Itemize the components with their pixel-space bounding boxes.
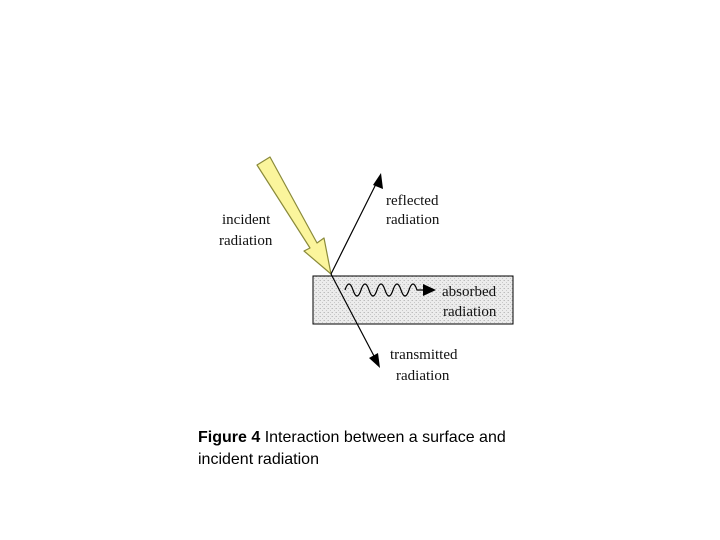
incident-label-line1: incident — [222, 212, 271, 228]
absorbed-wave — [344, 283, 423, 297]
reflected-arrowhead — [373, 173, 383, 189]
transmitted-arrowhead — [369, 353, 380, 368]
reflected-ray — [330, 183, 377, 275]
absorbed-arrowhead — [423, 284, 436, 296]
absorbed-label-line2: radiation — [443, 304, 497, 320]
reflected-label-line2: radiation — [386, 212, 440, 228]
transmitted-ray — [330, 273, 375, 357]
figure-caption-text: Interaction between a surface and incide… — [198, 429, 506, 468]
figure-caption: Figure 4 Interaction between a surface a… — [198, 427, 558, 471]
absorbed-label-line1: absorbed — [442, 284, 497, 300]
incident-label-line2: radiation — [219, 233, 273, 249]
transmitted-label-line2: radiation — [396, 368, 450, 384]
reflected-label-line1: reflected — [386, 193, 439, 209]
transmitted-label-line1: transmitted — [390, 347, 458, 363]
incident-arrow — [256, 156, 332, 275]
figure-number: Figure 4 — [198, 429, 261, 446]
